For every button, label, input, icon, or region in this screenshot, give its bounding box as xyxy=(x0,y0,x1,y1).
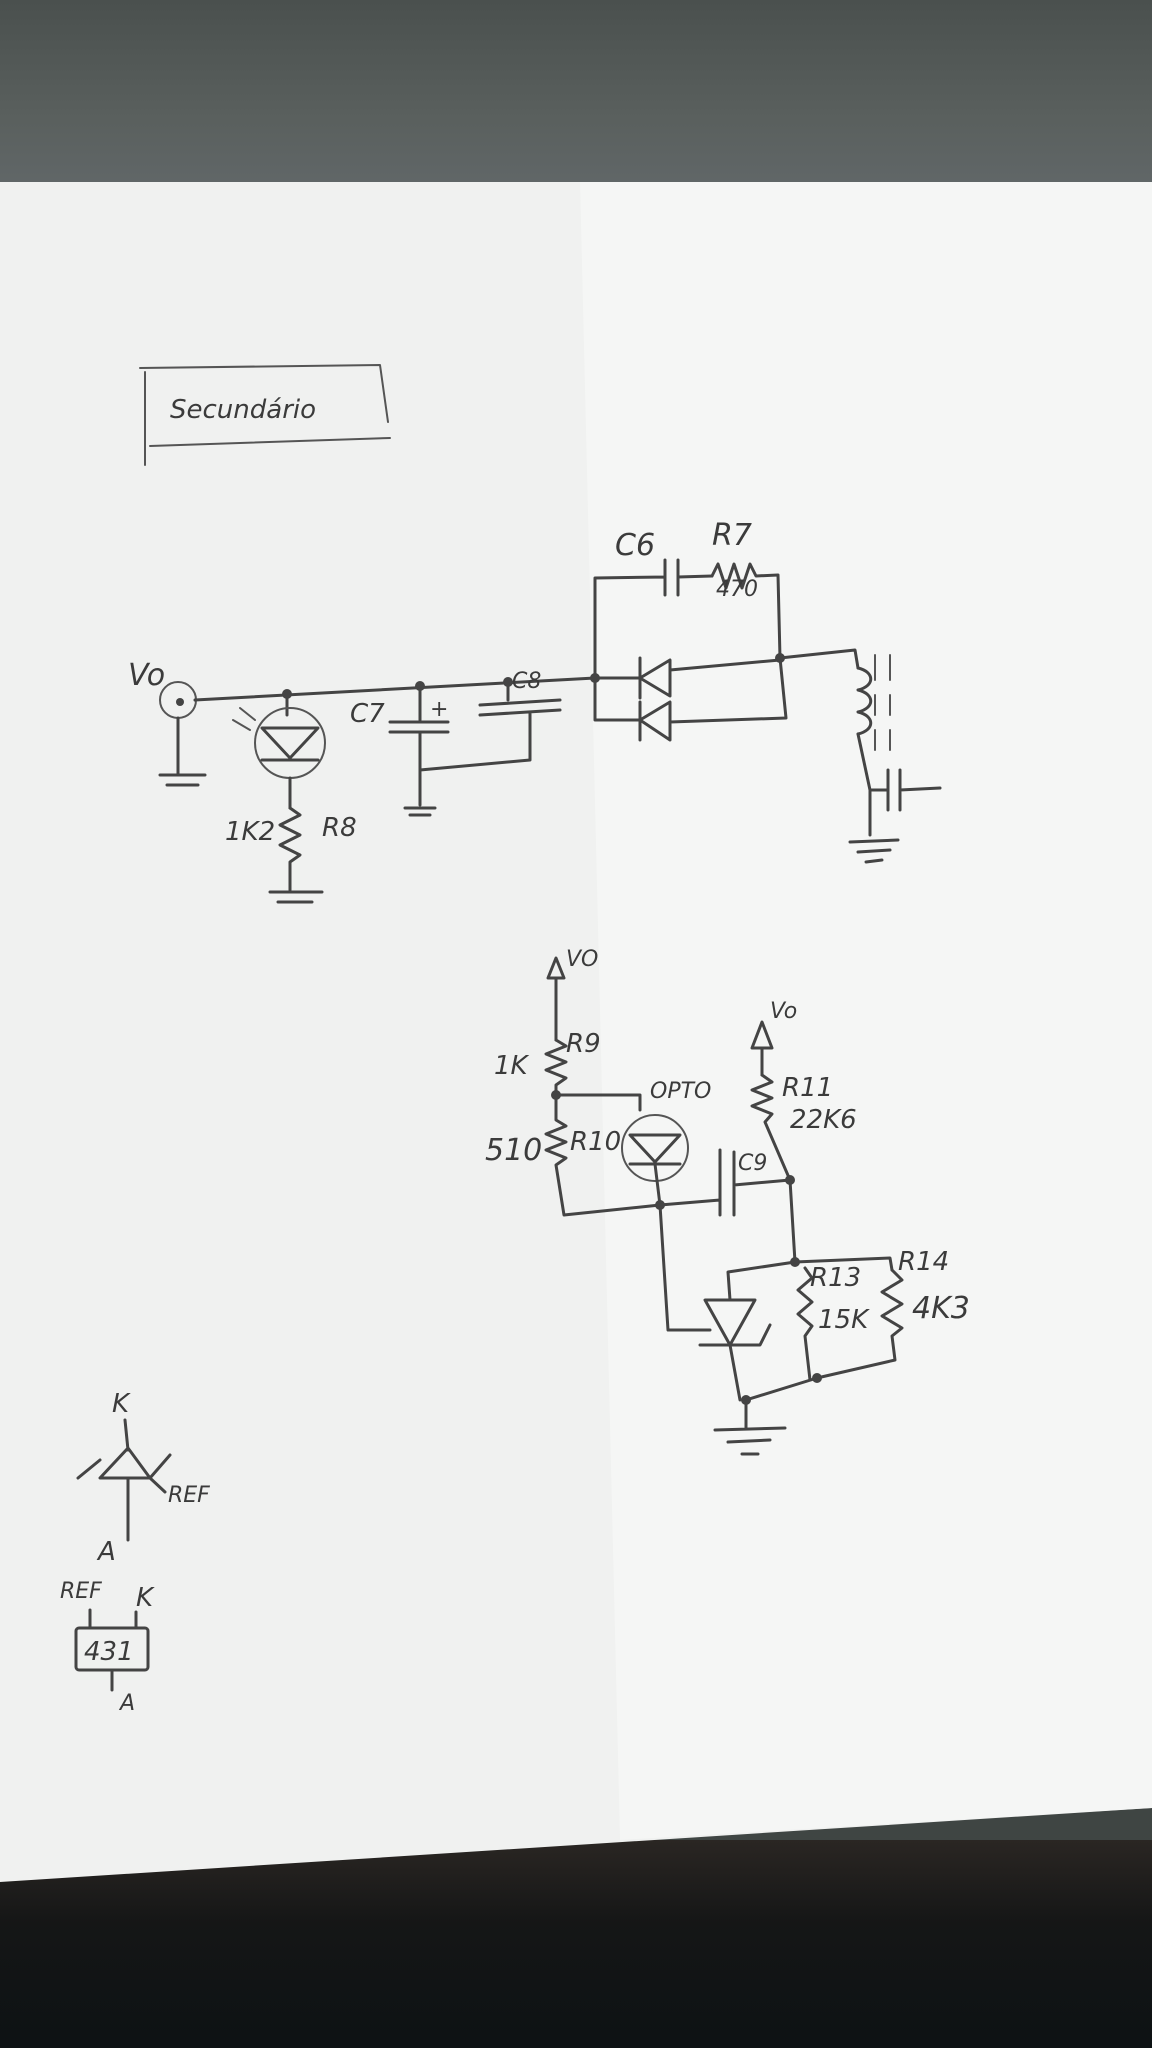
desk-background-bottom xyxy=(0,1840,1152,2048)
c6-capacitor xyxy=(593,558,714,680)
c7-plus: + xyxy=(430,697,448,722)
opto-label: OPTO xyxy=(650,1079,711,1104)
c7-label: C7 xyxy=(350,699,385,729)
diode-upper xyxy=(593,656,782,700)
package-a: A xyxy=(118,1691,135,1716)
legend-k: K xyxy=(112,1389,131,1419)
r7-label: R7 xyxy=(712,518,752,553)
desk-background-top xyxy=(0,0,1152,200)
feedback-circuit: VO 1K R9 510 R10 OPTO C9 Vo R11 22K6 xyxy=(485,947,970,1456)
package-k: K xyxy=(136,1583,155,1613)
package-part-number: 431 xyxy=(84,1637,134,1667)
r8-resistor xyxy=(278,806,302,892)
r13-label: R13 xyxy=(810,1263,861,1293)
r10-resistor xyxy=(544,1093,662,1217)
tl431-symbol xyxy=(698,1260,797,1347)
vo-r11-label: Vo xyxy=(770,999,797,1024)
r11-resistor xyxy=(750,1073,797,1264)
c6-label: C6 xyxy=(615,528,655,563)
opto-led xyxy=(621,1114,689,1182)
legend-a: A xyxy=(96,1537,116,1567)
r13-resistor xyxy=(796,1266,814,1382)
output-inductor xyxy=(856,666,873,736)
r7-value: 470 xyxy=(716,577,758,602)
c9-capacitor xyxy=(658,1148,792,1217)
tl431-legend: K REF A xyxy=(76,1389,210,1567)
c9-label: C9 xyxy=(738,1151,767,1176)
r11-value: 22K6 xyxy=(790,1105,857,1135)
tl431-package: REF K 431 A xyxy=(60,1579,155,1716)
r9-resistor xyxy=(544,1038,568,1097)
r9-label: R9 xyxy=(566,1029,601,1059)
output-stage-circuit: Vo 1K2 R8 C7 + C8 C6 R7 470 xyxy=(128,518,942,904)
c7-capacitor xyxy=(388,684,532,802)
r14-label: R14 xyxy=(898,1247,949,1277)
r10-value: 510 xyxy=(485,1133,542,1168)
vo-r9-label: VO xyxy=(566,947,598,972)
r8-label: R8 xyxy=(322,813,357,843)
c8-label: C8 xyxy=(512,669,541,694)
r14-value: 4K3 xyxy=(912,1291,970,1326)
r13-value: 15K xyxy=(818,1305,870,1335)
paper-light xyxy=(580,182,1152,1840)
r8-value: 1K2 xyxy=(225,817,275,847)
title-text: Secundário xyxy=(170,395,316,425)
output-capacitor xyxy=(868,768,942,812)
c8-capacitor xyxy=(478,680,562,732)
vo-label: Vo xyxy=(128,658,165,693)
r10-label: R10 xyxy=(570,1127,621,1157)
r14-resistor xyxy=(744,1268,904,1402)
package-ref: REF xyxy=(60,1579,102,1604)
r9-value: 1K xyxy=(494,1051,530,1081)
title-box: Secundário xyxy=(139,364,391,466)
legend-ref: REF xyxy=(168,1483,210,1508)
diode-lower xyxy=(593,656,788,742)
r7-resistor xyxy=(710,562,782,660)
r11-label: R11 xyxy=(782,1073,833,1103)
